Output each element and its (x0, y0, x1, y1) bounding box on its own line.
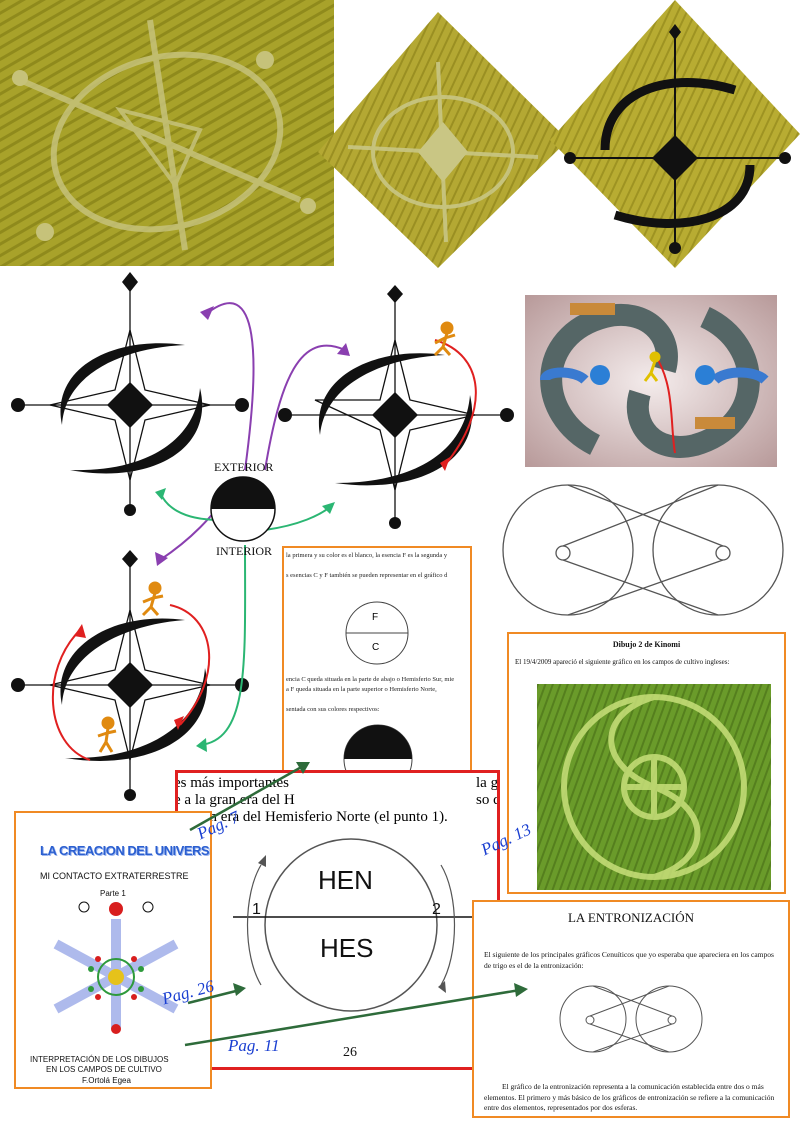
page11-entronizacion-diagram (556, 982, 706, 1056)
page11-intro: El siguiente de los principales gráficos… (484, 950, 774, 970)
hes-label: HES (320, 933, 374, 963)
page11-body: El gráfico de la entronización represent… (484, 1082, 775, 1112)
page7-line5: sentada con sus colores respectivos: (286, 706, 380, 713)
page-number-26: 26 (343, 1045, 357, 1060)
exterior-label: EXTERIOR (214, 460, 274, 474)
page26-text2b: so d (476, 792, 500, 808)
crop-circle-photo-3 (550, 0, 800, 268)
page7-line2: s esencias C y F también se pueden repre… (286, 572, 448, 579)
page7-c-label: C (372, 642, 380, 653)
book-cover: LA CREACION DEL UNIVERSO MI CONTACTO EXT… (14, 811, 212, 1089)
page26-text2: e a la gran era del H (175, 792, 295, 808)
interior-label: INTERIOR (216, 544, 272, 558)
book-footer-1: INTERPRETACIÓN DE LOS DIBUJOS (30, 1055, 169, 1064)
page7-line1: la primera y su color es el blanco, la e… (286, 552, 448, 559)
page13-text: El 19/4/2009 apareció el siguiente gráfi… (515, 658, 730, 666)
page11-title: LA ENTRONIZACIÓN (567, 910, 694, 925)
hen-hes-diagram (233, 835, 473, 1045)
point-1-label: 1 (252, 901, 261, 918)
page7-line3: encia C queda situada en la parte de aba… (286, 676, 455, 683)
crop-circle-photo-1 (0, 0, 334, 266)
hemisphere-circle (208, 474, 278, 544)
book-subtitle: MI CONTACTO EXTRATERRESTRE (40, 871, 189, 881)
tilted-ring-image (525, 295, 777, 467)
kinomi-crop-photo (537, 684, 771, 890)
book-cover-illustration (36, 899, 196, 1039)
page26-text1b: la gr (476, 775, 499, 791)
entronizacion-diagram (498, 480, 788, 620)
book-footer-2: EN LOS CAMPOS DE CULTIVO (46, 1065, 162, 1074)
page7-line4: a F queda situada en la parte superior o… (286, 686, 437, 693)
hen-label: HEN (318, 865, 373, 895)
page26-text1: es más importantes (175, 775, 289, 791)
compass-diagram-2 (275, 285, 515, 530)
book-author: F.Ortolá Egea (82, 1076, 131, 1085)
page-13-excerpt: Dibujo 2 de Kinomi El 19/4/2009 apareció… (507, 632, 786, 894)
point-2-label: 2 (432, 901, 441, 918)
pag-11-label[interactable]: Pag. 11 (228, 1036, 280, 1055)
page7-fc-circle (344, 600, 410, 666)
book-part: Parte 1 (100, 889, 126, 898)
page-7-excerpt: la primera y su color es el blanco, la e… (282, 546, 472, 804)
page-11-excerpt: LA ENTRONIZACIÓN El siguiente de los pri… (472, 900, 790, 1118)
compass-diagram-1 (10, 270, 250, 520)
page13-title: Dibujo 2 de Kinomi (612, 640, 681, 649)
crop-circle-photo-2 (318, 12, 568, 268)
page7-f-label: F (372, 612, 379, 623)
book-title: LA CREACION DEL UNIVERSO (40, 843, 212, 858)
